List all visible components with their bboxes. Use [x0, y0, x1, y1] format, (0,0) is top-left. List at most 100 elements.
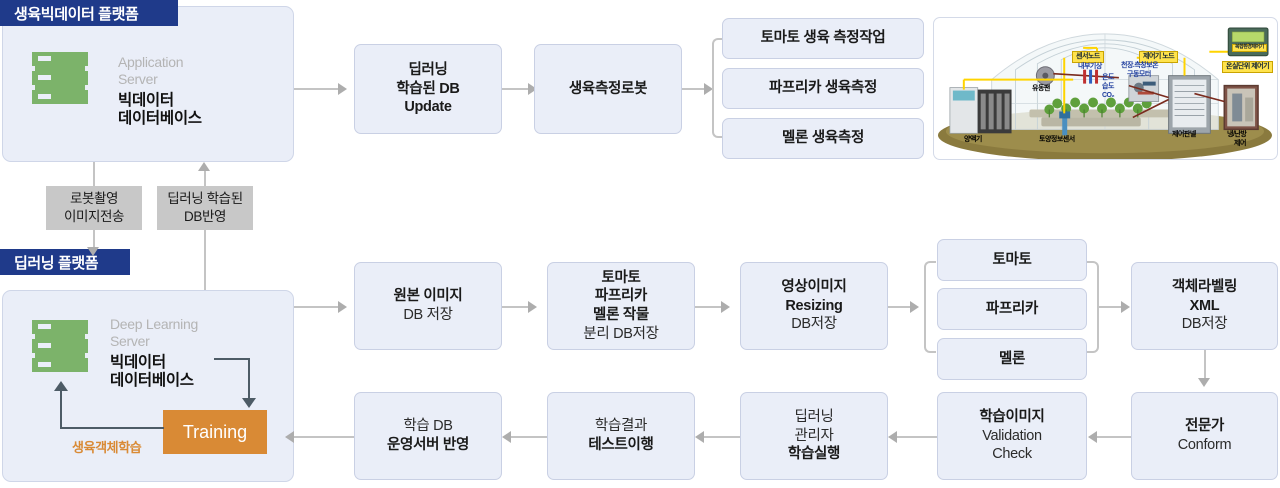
box-melon[interactable]: 멜론 [937, 338, 1087, 380]
server-main-line2: 데이터베이스 [118, 110, 202, 128]
box-training-result-test[interactable]: 학습결과 테스트이행 [547, 392, 695, 480]
box-paprika[interactable]: 파프리카 [937, 288, 1087, 330]
box-line: 멜론 [998, 350, 1026, 367]
conn-xml-to-expert [1204, 350, 1206, 378]
ceiling-side-insulation-label-2: 구동모터 [1127, 71, 1151, 78]
server-rack-icon-2 [32, 320, 88, 372]
arrow-mid3-to-split [910, 301, 919, 313]
mid-split-bracket-left [924, 261, 936, 353]
box-line: 파프리카 [985, 300, 1039, 317]
arrow-top2-to-split [704, 83, 713, 95]
box-line: 학습실행 [787, 446, 841, 463]
robot-image-line-bottom [93, 230, 95, 247]
box-line: DB 저장 [403, 307, 453, 323]
greenhouse-unit-controller-tag: 온실단위 제어기 [1222, 61, 1274, 73]
note-db-line1: 딥러닝 학습된 [167, 191, 243, 207]
conn-panel-to-mid1 [294, 306, 338, 308]
deep-learning-server-label: Deep Learning Server 빅데이터 데이터베이스 [110, 316, 198, 391]
box-object-labeling-xml-db-save[interactable]: 객체라벨링 XML DB저장 [1131, 262, 1278, 350]
box-tomato-growth-measurement-task[interactable]: 토마토 생육 측정작업 [722, 18, 924, 59]
circulation-fan-label: 유동팬 [1032, 85, 1050, 92]
controller-node-tag: 제어기 노드 [1139, 51, 1179, 63]
training-box[interactable]: Training [163, 410, 267, 454]
db-to-training-line-h [214, 358, 250, 360]
box-tomato[interactable]: 토마토 [937, 239, 1087, 281]
box-deep-learning-manager-training-run[interactable]: 딥러닝 관리자 학습실행 [740, 392, 888, 480]
db-apply-arrow [198, 162, 210, 171]
conn-test-to-dbapply [511, 436, 547, 438]
dl-server-main-line1: 빅데이터 [110, 354, 166, 372]
conn-dbapply-to-panel [294, 436, 354, 438]
robot-image-arrow [87, 247, 99, 256]
box-growth-measure-robot[interactable]: 생육측정로봇 [534, 44, 682, 134]
conn-mid2-to-mid3 [695, 306, 721, 308]
cooling-heating-label-2: 제어 [1234, 140, 1246, 147]
box-paprika-growth-measurement[interactable]: 파프리카 생육측정 [722, 68, 924, 109]
internal-weather-label: 내부기상 [1078, 63, 1102, 70]
arrow-top1-to-top2 [528, 83, 537, 95]
box-training-db-apply-ops-server[interactable]: 학습 DB 운영서버 반영 [354, 392, 502, 480]
db-to-training-line-v [248, 358, 250, 398]
box-line: 토마토 생육 측정작업 [760, 30, 886, 47]
box-line: 토마토 [992, 251, 1032, 268]
training-to-db-line-h [60, 427, 164, 429]
box-image-resizing-db-save[interactable]: 영상이미지 Resizing DB저장 [740, 262, 888, 350]
box-line: Update [404, 99, 452, 116]
conn-validation-to-manager [897, 436, 937, 438]
box-deep-learning-db-update[interactable]: 딥러닝 학습된 DB Update [354, 44, 502, 134]
ceiling-side-insulation-label-1: 천장.측창보온 [1121, 62, 1159, 69]
box-line: Validation [982, 427, 1042, 444]
arrow-expert-to-validation [1088, 431, 1097, 443]
arrow-split-to-xml [1121, 301, 1130, 313]
tab-growth-bigdata-platform[interactable]: 생육빅데이터 플랫폼 [0, 0, 178, 26]
box-training-image-validation-check[interactable]: 학습이미지 Validation Check [937, 392, 1087, 480]
top-split-bracket [712, 38, 724, 138]
box-line: Conform [1177, 437, 1232, 453]
conn-manager-to-test [704, 436, 740, 438]
arrow-mid2-to-mid3 [721, 301, 730, 313]
greenhouse-svg [938, 27, 1272, 159]
device-screen-tag: 복합환경제어기 [1232, 44, 1267, 52]
box-line: 멜론 생육측정 [782, 130, 864, 147]
box-line: 테스트이행 [588, 437, 654, 453]
box-crop-separate-db-save[interactable]: 토마토 파프리카 멜론 작물 분리 DB저장 [547, 262, 695, 350]
db-apply-line-bottom [204, 230, 206, 290]
arrow-test-to-dbapply [502, 431, 511, 443]
box-line: 딥러닝 [408, 62, 448, 79]
arrow-validation-to-manager [888, 431, 897, 443]
greenhouse-system-illustration: 센서노드 제어기 노드 온실단위 제어기 복합환경제어기 내부기상 온도 습도 … [933, 17, 1278, 160]
box-line: 영상이미지 [781, 279, 847, 296]
box-line: 관리자 [794, 427, 834, 444]
nutrient-supply-label: 양액기 [964, 136, 982, 143]
box-line: 파프리카 생육측정 [768, 80, 878, 97]
conn-panel-to-top1 [294, 88, 338, 90]
db-to-training-arrow [242, 398, 256, 408]
soil-info-sensor-label: 토양정보센서 [1039, 136, 1075, 143]
conn-mid3-to-split [888, 306, 910, 308]
box-line: 분리 DB저장 [583, 325, 659, 342]
note-db-applied: 딥러닝 학습된 DB반영 [157, 186, 253, 230]
dl-server-sub-line1: Deep Learning [110, 316, 198, 332]
box-line: 운영서버 반영 [387, 437, 469, 453]
box-line: 생육측정로봇 [568, 80, 648, 97]
arrow-manager-to-test [695, 431, 704, 443]
box-line: 학습된 DB [396, 80, 460, 97]
db-apply-line-top [204, 171, 206, 186]
box-original-image-db-save[interactable]: 원본 이미지 DB 저장 [354, 262, 502, 350]
box-melon-growth-measurement[interactable]: 멜론 생육측정 [722, 118, 924, 159]
note-robot-image-transfer: 로봇촬영 이미지전송 [46, 186, 142, 230]
box-line: 전문가 [1184, 418, 1225, 435]
training-loop-label: 생육객체학습 [72, 440, 142, 455]
application-server-label: Application Server 빅데이터 데이터베이스 [118, 54, 202, 129]
note-robot-line1: 로봇촬영 [69, 191, 119, 207]
box-line: Resizing [785, 297, 843, 314]
server-main-line1: 빅데이터 [118, 92, 174, 110]
box-line: DB저장 [1181, 316, 1228, 333]
humidity-label: 습도 [1102, 83, 1114, 90]
box-line: Check [992, 446, 1032, 463]
temperature-label: 온도 [1102, 74, 1114, 81]
tab-deep-learning-platform[interactable]: 딥러닝 플랫폼 [0, 249, 130, 275]
box-expert-conform[interactable]: 전문가 Conform [1131, 392, 1278, 480]
training-to-db-arrow [54, 381, 68, 391]
